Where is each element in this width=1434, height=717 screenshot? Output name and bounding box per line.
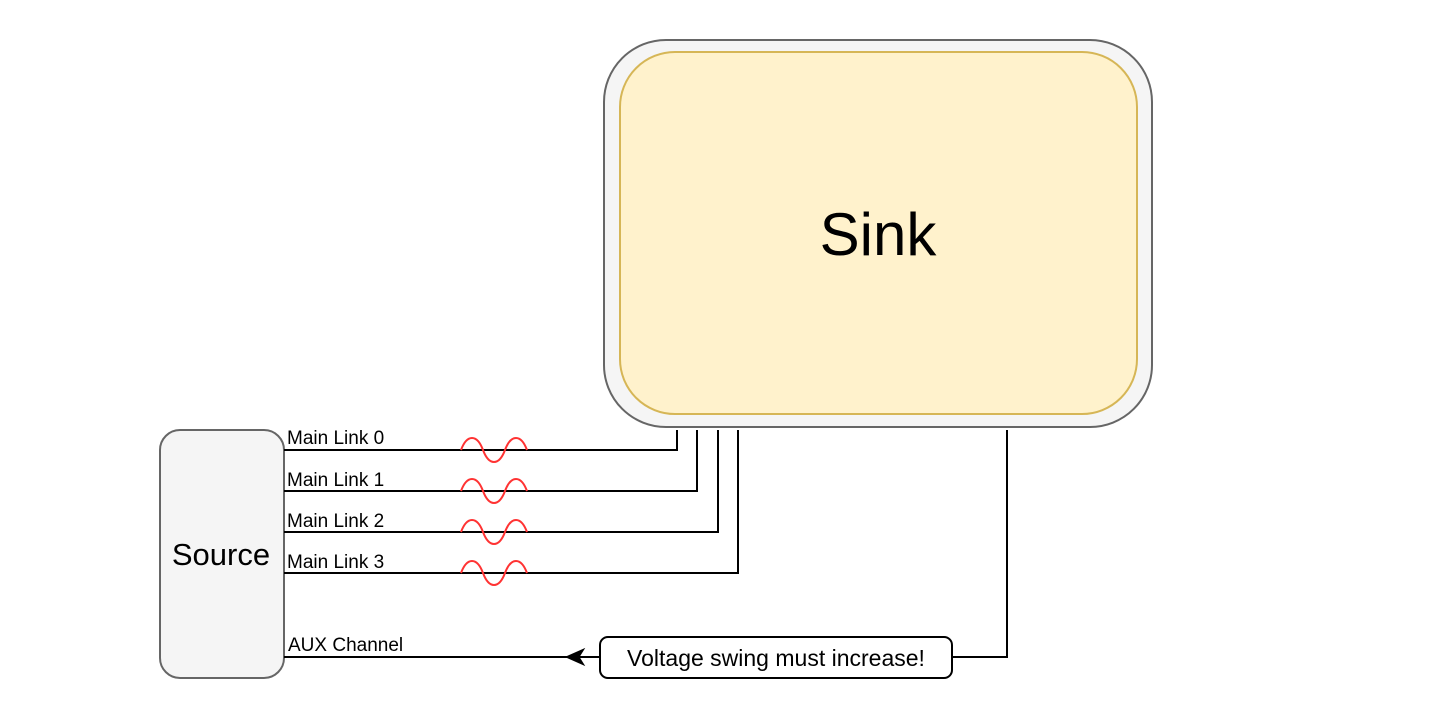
- main-link-1-wire: [284, 430, 698, 492]
- source-box[interactable]: [159, 429, 285, 679]
- source-label: Source: [172, 537, 270, 572]
- noise-wave-icon-2: [460, 519, 528, 545]
- message-text: Voltage swing must increase!: [627, 645, 925, 671]
- noise-wave-icon-1: [460, 478, 528, 504]
- aux-channel-label: AUX Channel: [288, 635, 403, 656]
- main-link-1-label: Main Link 1: [287, 470, 384, 491]
- sink-label: Sink: [820, 201, 938, 268]
- main-link-0-label: Main Link 0: [287, 428, 384, 449]
- message-box[interactable]: [599, 636, 953, 679]
- arrow-left-icon: [564, 647, 586, 667]
- main-link-3-wire: [284, 430, 739, 574]
- sink-box[interactable]: [619, 51, 1138, 415]
- main-link-2-label: Main Link 2: [287, 511, 384, 532]
- noise-wave-icon-0: [460, 437, 528, 463]
- noise-wave-icon-3: [460, 560, 528, 586]
- aux-channel-wire: [952, 430, 1008, 658]
- main-link-2-wire: [284, 430, 719, 533]
- main-link-0-wire: [284, 430, 678, 451]
- main-link-3-label: Main Link 3: [287, 552, 384, 573]
